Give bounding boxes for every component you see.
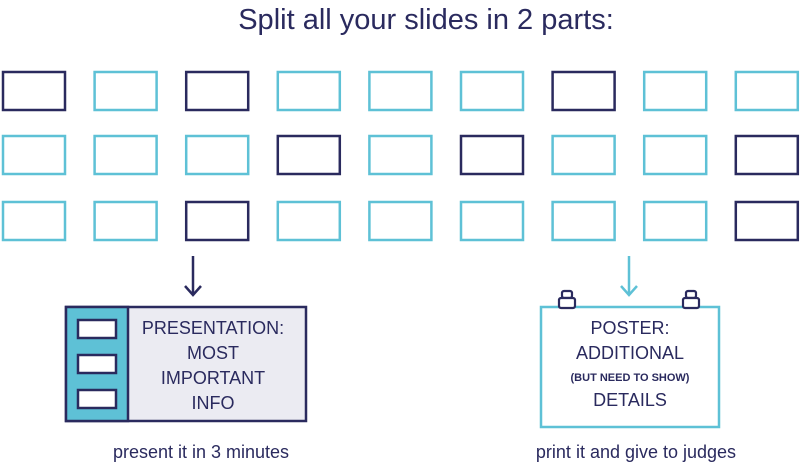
slide-poster bbox=[459, 200, 525, 242]
slide-poster bbox=[368, 134, 433, 176]
arrow-down-icon bbox=[620, 256, 638, 297]
presentation-line: PRESENTATION: bbox=[142, 318, 284, 338]
slide-poster bbox=[276, 200, 342, 242]
slide-poster bbox=[642, 200, 708, 242]
slide-presentation bbox=[276, 134, 342, 176]
slide-thumbnail-icon bbox=[76, 318, 118, 340]
poster-panel-frame bbox=[539, 305, 721, 429]
slide-poster bbox=[551, 200, 616, 242]
slides-grid bbox=[1, 70, 800, 242]
slide-presentation bbox=[551, 70, 616, 112]
presentation-line: MOST bbox=[187, 343, 239, 363]
slide-poster bbox=[734, 70, 800, 112]
slide-poster bbox=[93, 200, 158, 242]
slide-thumbnail-icon bbox=[76, 388, 118, 410]
page-title: Split all your slides in 2 parts: bbox=[238, 4, 614, 36]
arrow-down-icon bbox=[184, 256, 202, 297]
presentation-line: INFO bbox=[192, 393, 235, 413]
slide-poster bbox=[368, 70, 433, 112]
slide-presentation bbox=[734, 200, 800, 242]
poster-line: POSTER: bbox=[590, 318, 669, 338]
slide-poster bbox=[459, 70, 525, 112]
slide-poster bbox=[276, 70, 342, 112]
poster-caption: print it and give to judges bbox=[536, 442, 736, 462]
slide-poster bbox=[93, 134, 158, 176]
pushpin-icon bbox=[681, 289, 701, 310]
presentation-caption: present it in 3 minutes bbox=[113, 442, 289, 462]
poster-line: (BUT NEED TO SHOW) bbox=[571, 372, 690, 384]
slide-poster bbox=[1, 134, 67, 176]
poster-line: ADDITIONAL bbox=[576, 343, 684, 363]
poster-panel: POSTER: ADDITIONAL (BUT NEED TO SHOW) DE… bbox=[539, 289, 721, 429]
pushpin-icon bbox=[557, 289, 577, 310]
slide-poster bbox=[184, 134, 250, 176]
slide-thumbnail-icon bbox=[76, 353, 118, 375]
presentation-line: IMPORTANT bbox=[161, 368, 265, 388]
slide-presentation bbox=[734, 134, 800, 176]
slide-presentation bbox=[184, 70, 250, 112]
poster-line: DETAILS bbox=[593, 390, 667, 410]
slide-poster bbox=[368, 200, 433, 242]
slide-poster bbox=[642, 134, 708, 176]
presentation-panel: PRESENTATION: MOST IMPORTANT INFO bbox=[64, 305, 308, 423]
slide-poster bbox=[551, 134, 616, 176]
slide-poster bbox=[642, 70, 708, 112]
slide-presentation bbox=[459, 134, 525, 176]
slide-poster bbox=[1, 200, 67, 242]
slide-poster bbox=[93, 70, 158, 112]
slide-presentation bbox=[184, 200, 250, 242]
slide-presentation bbox=[1, 70, 67, 112]
